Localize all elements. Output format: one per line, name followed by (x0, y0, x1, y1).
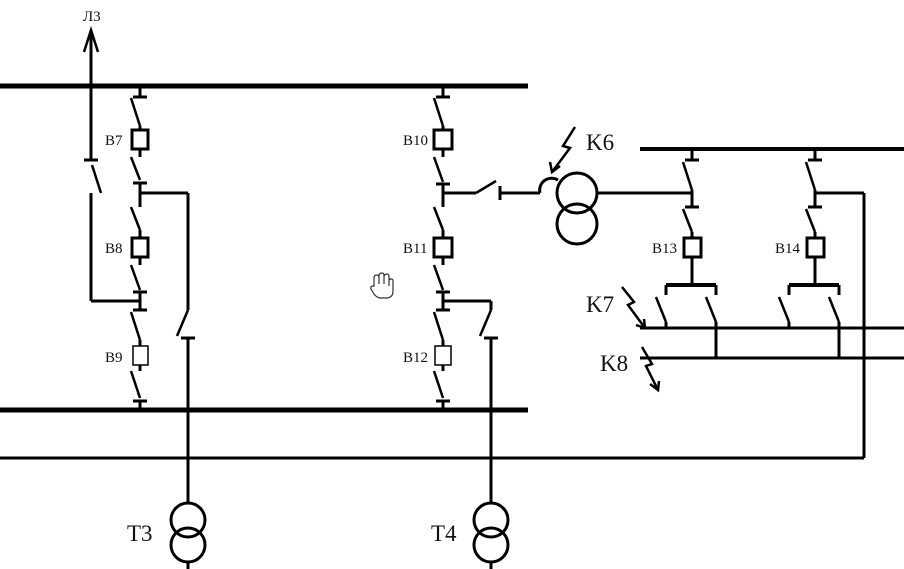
k8-fault-arrow (640, 346, 660, 391)
label-b13: B13 (652, 241, 677, 257)
label-t4: T4 (431, 521, 457, 546)
label-k8: K8 (600, 351, 628, 376)
label-b10: B10 (403, 133, 428, 149)
label-b7: B7 (105, 133, 123, 149)
k6-arrowhead (548, 161, 561, 175)
label-b14: B14 (775, 241, 801, 257)
label-b9: B9 (105, 350, 123, 366)
label-b11: B11 (403, 241, 427, 257)
transformer-t3 (169, 501, 207, 569)
label-line-l3: Л3 (83, 9, 101, 25)
label-k6: K6 (586, 130, 614, 155)
k7-fault-arrow (621, 286, 647, 329)
left-bay (129, 88, 195, 502)
hand-cursor-icon (370, 272, 394, 299)
k6-transformer (555, 171, 693, 246)
k6-fault-arrow (551, 126, 577, 173)
label-t3: T3 (127, 521, 153, 546)
k8-arrowhead (649, 380, 661, 393)
transformer-t4 (472, 501, 510, 569)
label-b12: B12 (403, 350, 428, 366)
line-l3 (82, 25, 140, 303)
label-b8: B8 (105, 241, 123, 257)
middle-bay (432, 88, 559, 502)
label-k7: K7 (586, 292, 614, 317)
k7-arrowhead (635, 318, 647, 330)
right-bays (654, 151, 866, 458)
